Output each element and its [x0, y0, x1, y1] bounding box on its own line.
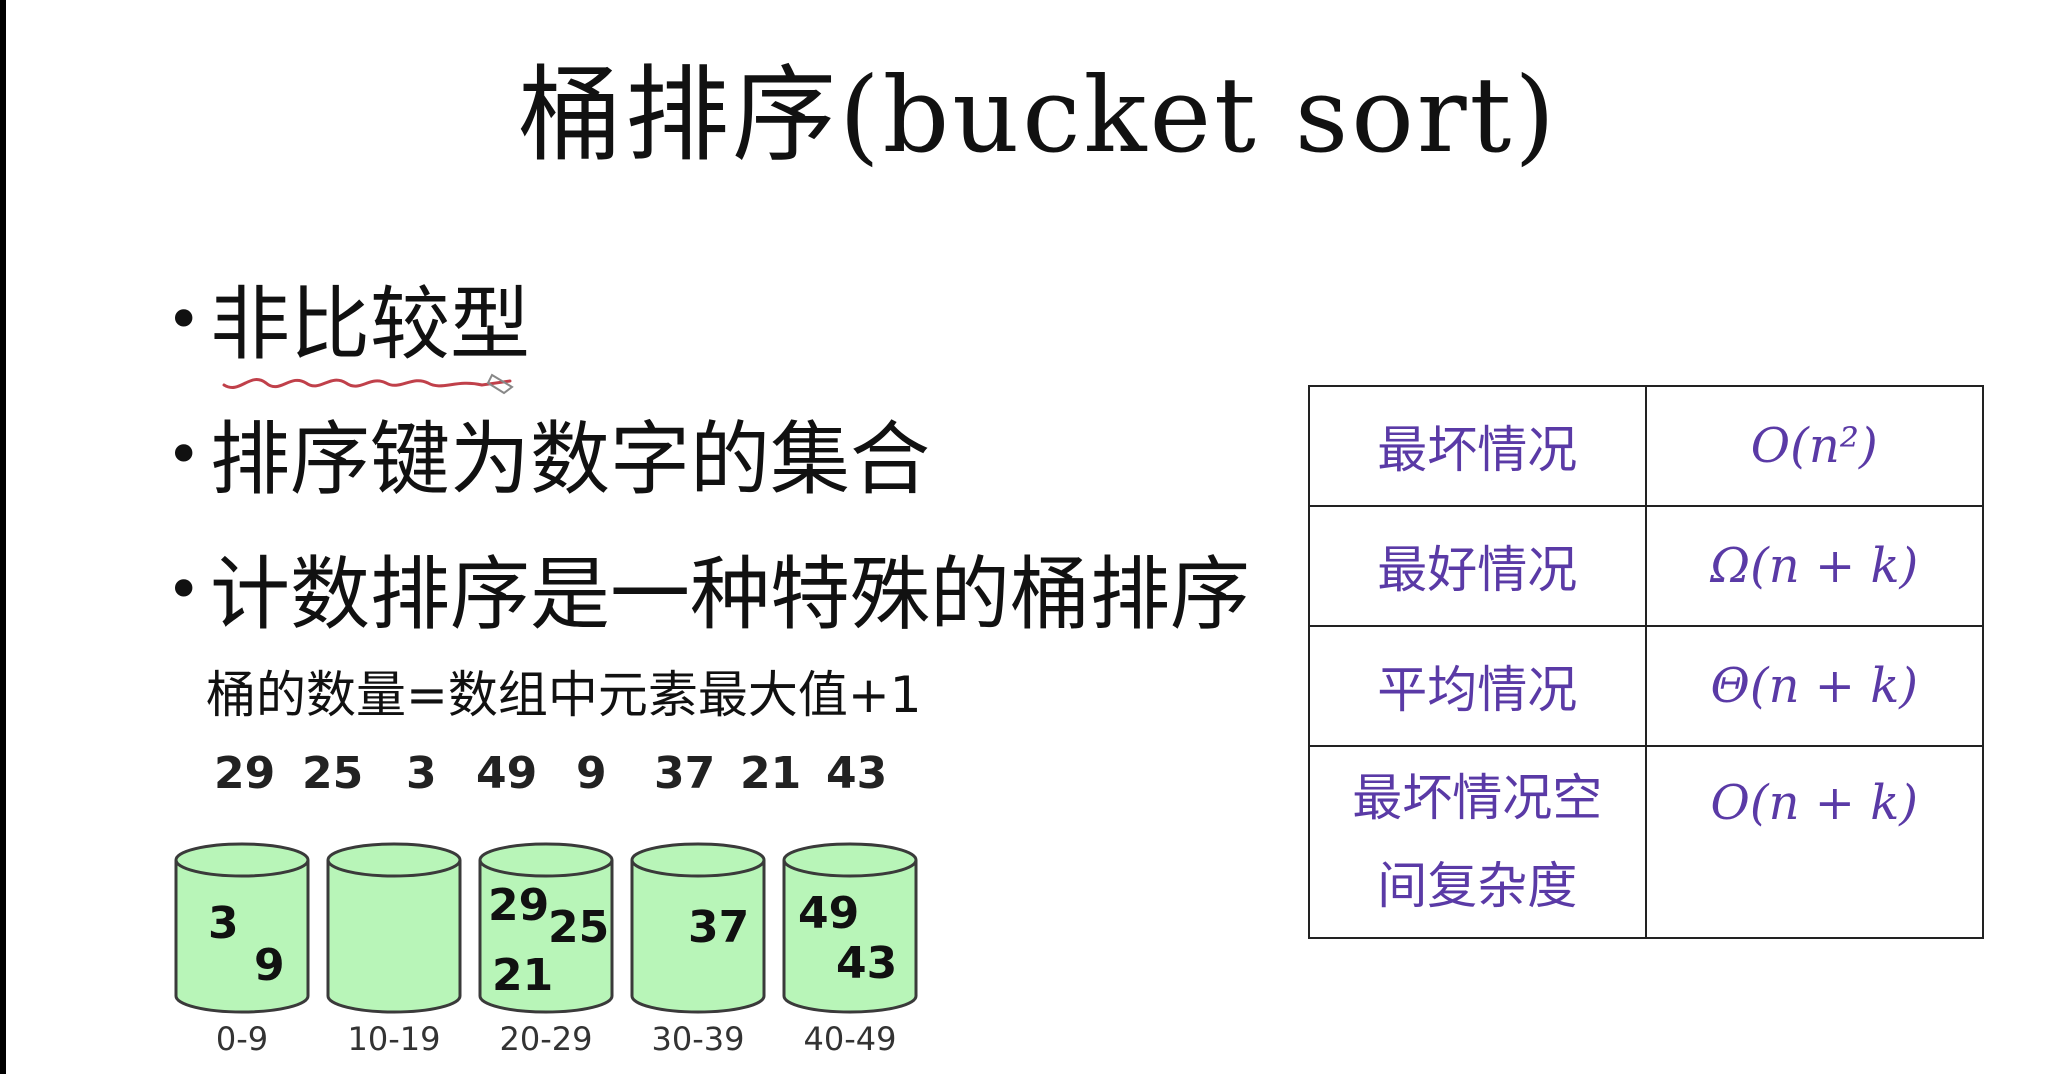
bullet-text: 排序键为数字的集合 — [210, 413, 930, 506]
bucket-count-note: 桶的数量=数组中元素最大值+1 — [206, 666, 922, 724]
bucket-item: 29 — [488, 880, 550, 931]
input-number: 37 — [654, 748, 716, 799]
input-number: 25 — [302, 748, 364, 799]
bullet-text: 计数排序是一种特殊的桶排序 — [210, 548, 1250, 641]
bucket-item: 3 — [208, 898, 239, 949]
complexity-bound: Θ(n + k) — [1644, 625, 1985, 747]
case-label: 最坏情况 — [1308, 385, 1647, 507]
table-row: 最坏情况空 间复杂度 O(n + k) — [1308, 745, 1985, 939]
bucket-range-label: 40-49 — [803, 1020, 897, 1058]
bucket-range-label: 30-39 — [651, 1020, 745, 1058]
bullet-dot-icon: • — [166, 420, 202, 490]
case-label-line: 间复杂度 — [1377, 857, 1578, 915]
bucket-item: 21 — [492, 950, 554, 1001]
bucket-40-49 — [782, 842, 918, 1014]
bucket-item: 9 — [254, 940, 285, 991]
input-number: 9 — [576, 748, 607, 799]
page-title: 桶排序(bucket sort) — [518, 54, 1558, 176]
input-number: 43 — [826, 748, 888, 799]
table-row: 最好情况 Ω(n + k) — [1308, 505, 1985, 627]
input-number: 21 — [740, 748, 802, 799]
bucket-range-label: 10-19 — [347, 1020, 441, 1058]
bucket-0-9 — [174, 842, 310, 1014]
input-number: 49 — [476, 748, 538, 799]
bucket-item: 49 — [798, 888, 860, 939]
bucket-10-19 — [326, 842, 462, 1014]
bucket-30-39 — [630, 842, 766, 1014]
bullet-dot-icon: • — [166, 555, 202, 625]
bucket-20-29 — [478, 842, 614, 1014]
case-label-line: 最坏情况空 — [1352, 769, 1603, 827]
table-row: 最坏情况 O(n²) — [1308, 385, 1985, 507]
bucket-item: 43 — [836, 938, 898, 989]
bucket-range-label: 20-29 — [499, 1020, 593, 1058]
complexity-bound: O(n²) — [1644, 385, 1985, 507]
wavy-underline-icon — [222, 373, 514, 395]
input-number-row: 29 25 3 49 9 37 21 43 — [196, 748, 916, 808]
bullet-text: 非比较型 — [210, 278, 530, 371]
input-number: 3 — [406, 748, 437, 799]
table-row: 平均情况 Θ(n + k) — [1308, 625, 1985, 747]
case-label: 最坏情况空 间复杂度 — [1308, 745, 1647, 939]
slide: 桶排序(bucket sort) •非比较型 •排序键为数字的集合 •计数排序是… — [6, 0, 2070, 1074]
bullet-dot-icon: • — [166, 285, 202, 355]
bullet-item: •非比较型 — [166, 285, 530, 365]
case-label: 平均情况 — [1308, 625, 1647, 747]
bucket-item: 37 — [688, 902, 750, 953]
bullet-item: •排序键为数字的集合 — [166, 420, 930, 500]
complexity-table: 最坏情况 O(n²) 最好情况 Ω(n + k) 平均情况 Θ(n + k) 最… — [1308, 385, 1985, 939]
input-number: 29 — [214, 748, 276, 799]
case-label: 最好情况 — [1308, 505, 1647, 627]
complexity-bound: O(n + k) — [1644, 745, 1985, 939]
bullet-item: •计数排序是一种特殊的桶排序 — [166, 555, 1250, 635]
bucket-item: 25 — [548, 902, 610, 953]
bucket-range-label: 0-9 — [215, 1020, 269, 1058]
complexity-bound: Ω(n + k) — [1644, 505, 1985, 627]
